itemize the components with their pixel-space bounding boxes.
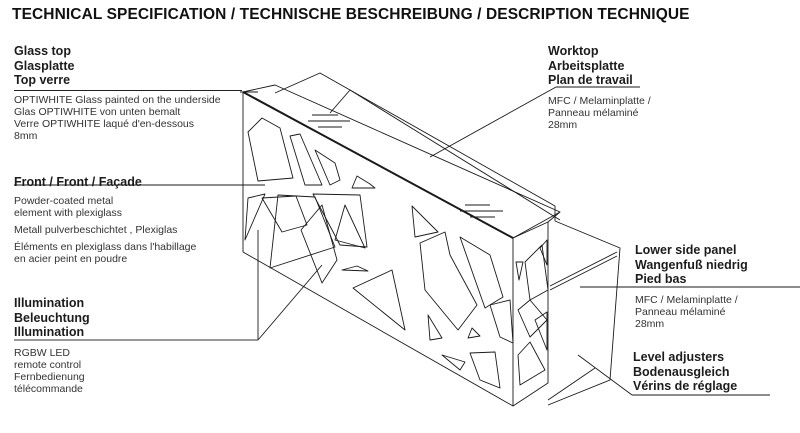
- glass-top-detail: Glas OPTIWHITE von unten bemalt: [14, 105, 181, 118]
- illumination-heading-de: Beleuchtung: [14, 310, 90, 325]
- callout-front: Front / Front / Façade Powder-coated met…: [14, 175, 264, 265]
- lower-side-panel-detail: 28mm: [635, 317, 665, 330]
- front-heading: Front / Front / Façade: [14, 175, 142, 189]
- callout-glass-top: Glass top Glasplatte Top verre OPTIWHITE…: [14, 44, 264, 142]
- lower-side-panel-heading-en: Lower side panel: [635, 243, 737, 257]
- callout-level-adjusters: Level adjusters Bodenausgleich Vérins de…: [633, 350, 793, 394]
- worktop-detail: MFC / Melaminplatte /: [548, 94, 651, 107]
- front-detail: Éléments en plexiglass dans l'habillage: [14, 240, 197, 253]
- divider: [14, 89, 242, 91]
- callout-lower-side-panel: Lower side panel Wangenfuß niedrig Pied …: [635, 243, 800, 330]
- glass-top-detail: OPTIWHITE Glass painted on the underside: [14, 93, 221, 106]
- callout-illumination: Illumination Beleuchtung Illumination RG…: [14, 296, 264, 395]
- worktop-heading-en: Worktop: [548, 44, 599, 58]
- glass-top-heading-en: Glass top: [14, 44, 71, 58]
- glass-top-detail: 8mm: [14, 129, 38, 142]
- glass-top-heading-fr: Top verre: [14, 73, 71, 87]
- lower-side-panel-detail: Panneau mélaminé: [635, 305, 726, 318]
- lower-side-panel-detail: MFC / Melaminplatte /: [635, 293, 738, 306]
- worktop-heading-fr: Plan de travail: [548, 73, 633, 87]
- lower-side-panel-heading-de: Wangenfuß niedrig: [635, 257, 748, 272]
- front-detail: Powder-coated metal: [14, 194, 114, 207]
- lower-side-panel-heading-fr: Pied bas: [635, 272, 687, 286]
- illumination-detail: RGBW LED: [14, 346, 71, 359]
- front-detail: en acier peint en poudre: [14, 252, 128, 265]
- illumination-detail: remote control: [14, 358, 82, 371]
- glass-top-detail: Verre OPTIWHITE laqué d'en-dessous: [14, 117, 194, 130]
- level-adjusters-heading-en: Level adjusters: [633, 350, 725, 364]
- level-adjusters-heading-de: Bodenausgleich: [633, 364, 730, 379]
- worktop-detail: Panneau mélaminé: [548, 106, 639, 119]
- illumination-heading-en: Illumination: [14, 296, 85, 310]
- worktop-detail: 28mm: [548, 118, 578, 131]
- front-detail: element with plexiglass: [14, 206, 122, 219]
- page-title: TECHNICAL SPECIFICATION / TECHNISCHE BES…: [12, 6, 690, 23]
- illumination-detail: télécommande: [14, 382, 83, 395]
- level-adjusters-heading-fr: Vérins de réglage: [633, 379, 738, 393]
- illumination-detail: Fernbedienung: [14, 370, 85, 383]
- callout-worktop: Worktop Arbeitsplatte Plan de travail MF…: [548, 44, 748, 131]
- worktop-heading-de: Arbeitsplatte: [548, 58, 625, 73]
- glass-top-heading-de: Glasplatte: [14, 58, 75, 73]
- illumination-heading-fr: Illumination: [14, 325, 85, 339]
- front-detail: Metall pulverbeschichtet , Plexiglas: [14, 223, 178, 236]
